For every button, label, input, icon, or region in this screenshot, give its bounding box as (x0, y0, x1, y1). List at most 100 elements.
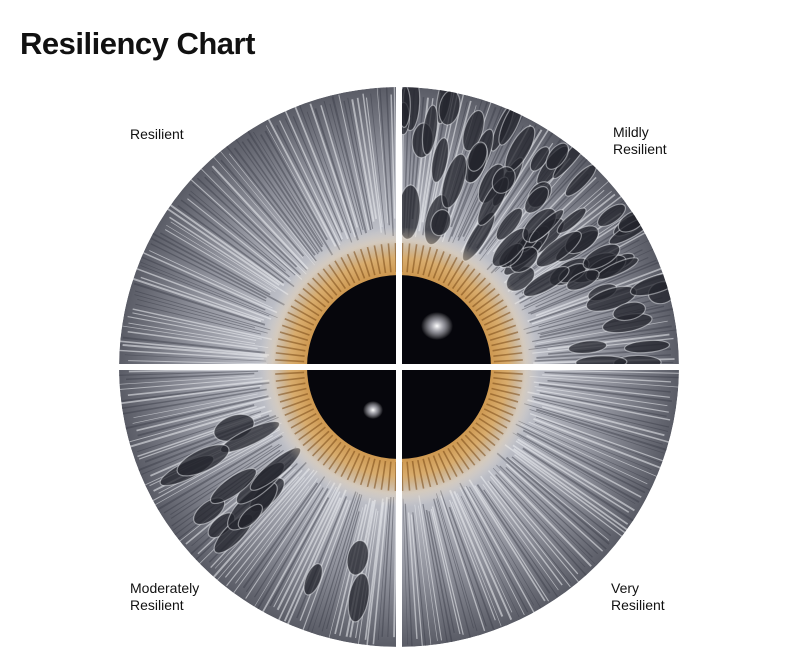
iris-fiber (435, 493, 478, 632)
iris-fiber (314, 108, 359, 241)
collarette-stripe (353, 455, 366, 483)
iris-fiber (220, 159, 305, 257)
iris-fiber (535, 408, 668, 452)
iris-fiber (241, 141, 320, 253)
iris-crypt (176, 444, 230, 477)
iris-fiber (436, 498, 474, 629)
iris-fiber (410, 514, 423, 647)
collarette-stripe (475, 293, 500, 312)
collarette-stripe (290, 305, 317, 321)
iris-fiber (233, 478, 318, 594)
iris-fiber (528, 329, 678, 351)
iris-fiber (198, 166, 307, 275)
iris-fiber (356, 97, 378, 220)
iris-fiber (453, 490, 513, 621)
iris-fiber (468, 479, 546, 602)
iris-fiber (296, 496, 348, 619)
iris-fiber (301, 500, 351, 633)
collarette-stripe (411, 244, 418, 274)
collarette-stripe (312, 434, 334, 457)
iris-fiber (547, 333, 670, 351)
iris-fiber (245, 476, 326, 593)
collarette-stripe (456, 268, 476, 293)
iris-crypt (421, 104, 439, 156)
iris-fiber (533, 418, 662, 469)
horizontal-divider (100, 364, 700, 370)
iris-fiber (362, 93, 383, 233)
collarette-stripe (411, 460, 418, 490)
collarette-stripe (432, 251, 445, 279)
iris-fiber (514, 454, 624, 538)
iris-fiber (149, 250, 273, 309)
iris-fiber (528, 421, 660, 478)
iris-fiber (306, 111, 352, 234)
iris-crypt (567, 340, 608, 355)
iris-fiber (407, 512, 418, 640)
iris-fiber (534, 325, 672, 348)
iris-fiber (132, 277, 262, 323)
iris-crypt (522, 266, 570, 297)
iris-fiber (440, 490, 487, 627)
iris-fiber (541, 406, 672, 444)
iris-fiber (276, 124, 341, 251)
collarette-stripe (373, 245, 381, 275)
iris-fiber (141, 256, 266, 311)
iris-fiber (489, 481, 572, 584)
collarette-stripe (322, 268, 342, 293)
collarette-stripe (493, 371, 523, 375)
iris-fiber (177, 204, 284, 284)
collarette-stripe (275, 377, 305, 382)
iris-fiber (321, 494, 363, 632)
iris-fiber (187, 175, 303, 280)
collarette-stripe (492, 382, 522, 389)
iris-fiber (166, 202, 285, 287)
quadrant-label-mildly-resilient: Mildly Resilient (613, 124, 667, 157)
collarette-stripe (278, 338, 307, 347)
collarette-stripes (275, 243, 523, 491)
collarette-stripe (387, 461, 392, 491)
iris-fiber (217, 147, 315, 266)
iris-fiber (529, 409, 665, 454)
collarette-stripe (468, 282, 491, 304)
iris-fiber (267, 118, 337, 247)
collarette-stripe (287, 311, 315, 326)
iris-fiber (529, 375, 679, 388)
iris-fiber (246, 138, 323, 252)
iris-fiber (422, 503, 449, 645)
iris-crypt (441, 153, 468, 209)
iris-fiber (180, 199, 295, 288)
iris-fiber (440, 495, 486, 632)
iris-fiber (379, 88, 390, 226)
iris-fiber (376, 87, 389, 224)
iris-fiber (522, 429, 646, 494)
iris-fiber (125, 372, 255, 380)
iris-fiber (226, 470, 318, 587)
iris-fiber (527, 399, 665, 437)
collarette-stripe (287, 408, 315, 423)
iris-crypt (596, 203, 627, 228)
iris-fiber (430, 508, 461, 635)
collarette-stripe (284, 403, 312, 417)
iris-fiber (539, 392, 667, 417)
iris-fiber (127, 330, 258, 350)
iris-fiber (464, 486, 537, 617)
iris-fiber (140, 265, 270, 317)
collarette-stripe (307, 282, 330, 304)
iris-crypt (347, 572, 370, 623)
iris-fiber (387, 497, 395, 638)
iris-fiber (279, 120, 341, 246)
collarette-stripe (481, 413, 508, 429)
iris-fiber (128, 405, 266, 449)
iris-fiber (211, 165, 309, 270)
collarette-stripe (447, 447, 464, 474)
iris-fiber (297, 100, 353, 243)
collarette-stripe (447, 260, 464, 287)
collarette-stripe (284, 317, 312, 331)
collarette-stripe (472, 287, 496, 308)
iris-fiber (134, 290, 271, 331)
collarette-stripe (456, 441, 476, 466)
iris-fiber (456, 493, 513, 613)
iris-fiber (276, 491, 341, 624)
iris-fiber (190, 190, 286, 272)
